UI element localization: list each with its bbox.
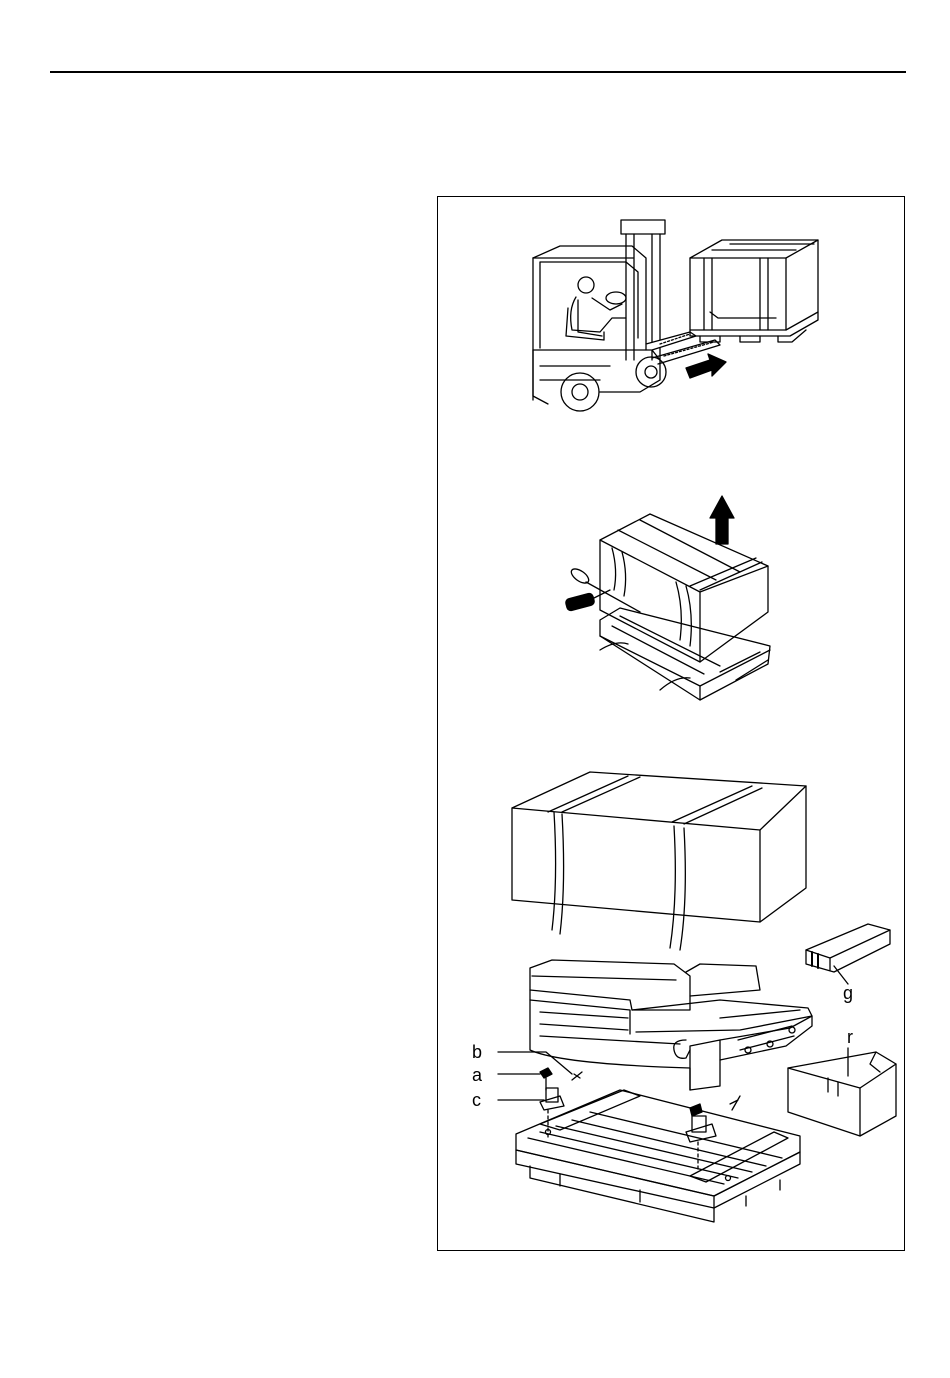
callout-a: a bbox=[472, 1066, 482, 1084]
callout-c: c bbox=[472, 1091, 481, 1109]
callout-g: g bbox=[843, 984, 853, 1002]
packed-crate-on-pallet bbox=[690, 240, 818, 342]
callout-b: b bbox=[472, 1043, 482, 1061]
exploded-view-illustration bbox=[498, 772, 896, 1222]
callout-r: r bbox=[847, 1028, 853, 1046]
cover-removal-illustration bbox=[565, 496, 770, 700]
forklift-illustration bbox=[533, 220, 726, 411]
